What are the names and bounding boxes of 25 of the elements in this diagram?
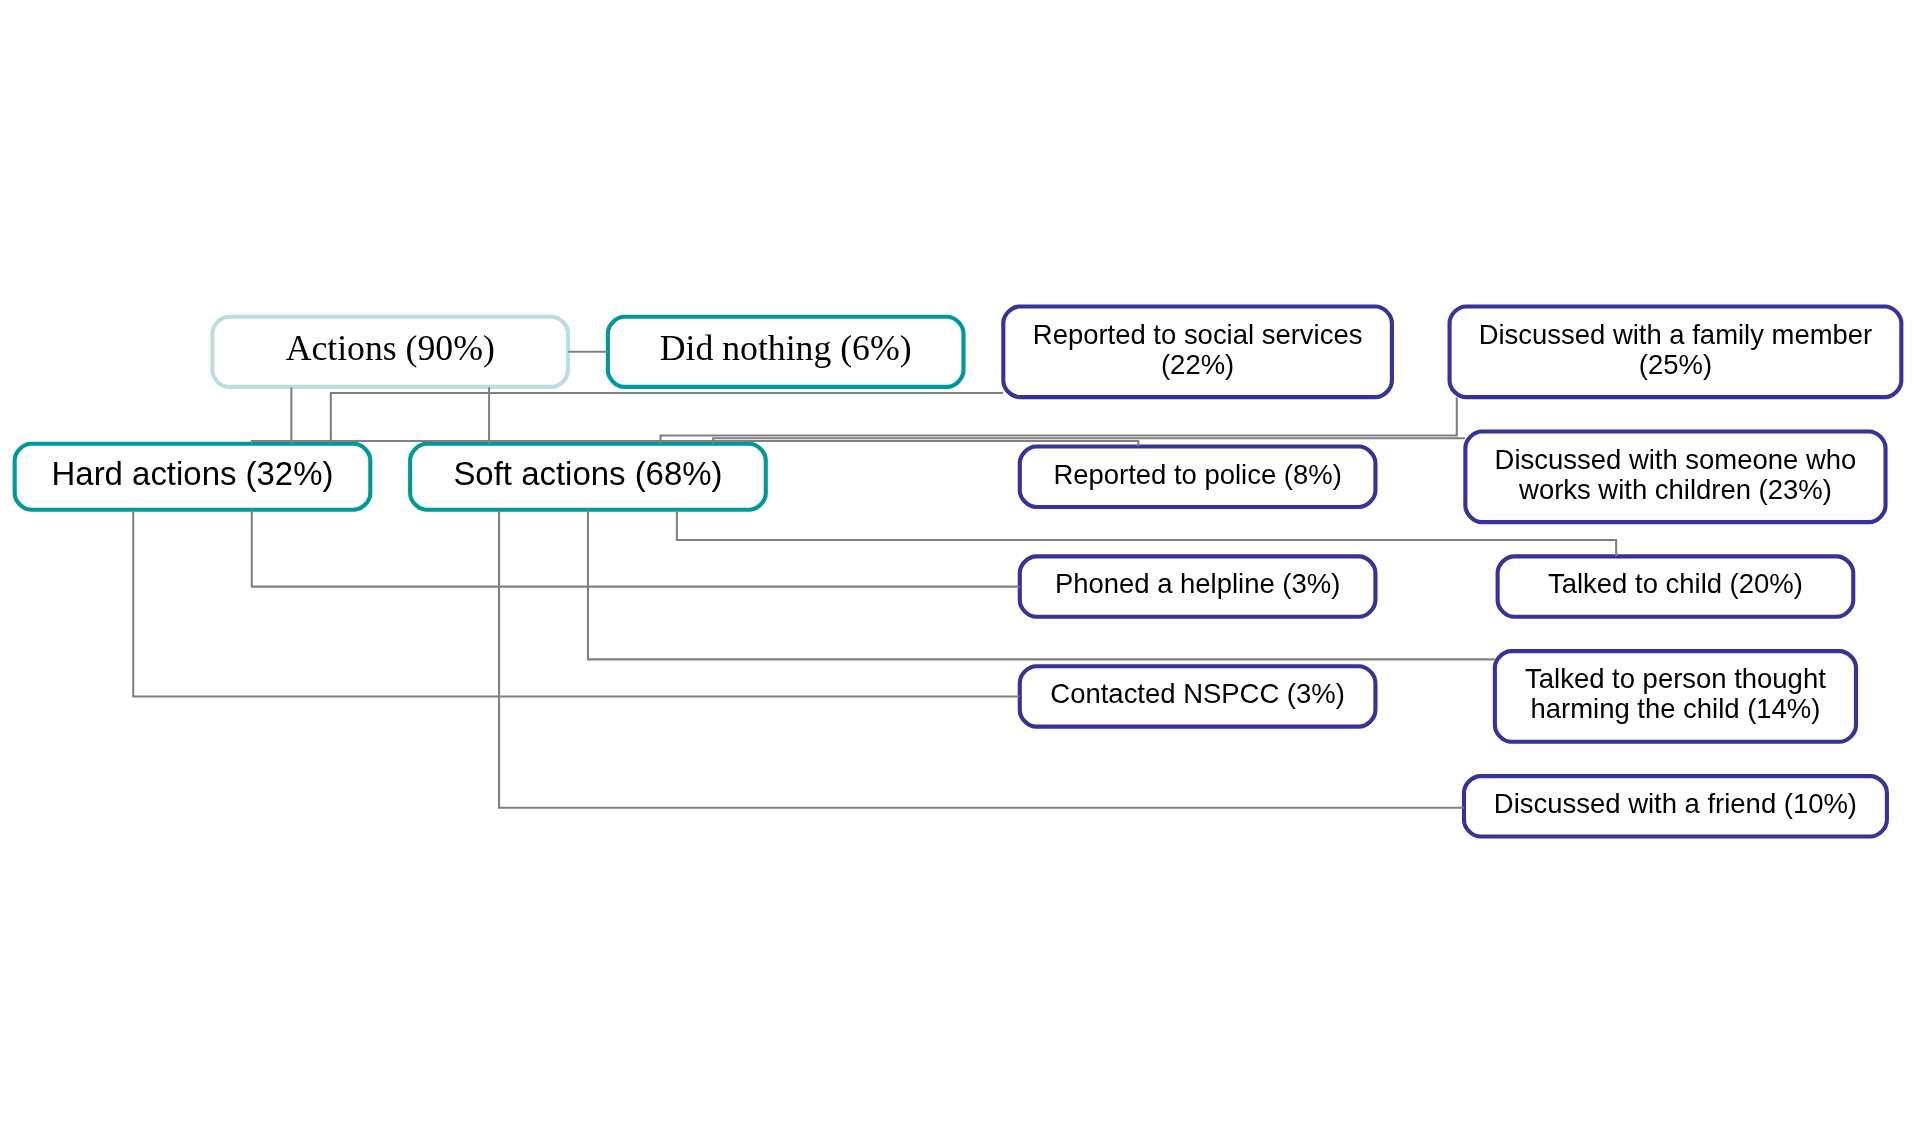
connector bbox=[250, 439, 1139, 447]
node-box: Discussed with a family member (25%) bbox=[1447, 303, 1903, 399]
connector bbox=[658, 397, 1458, 444]
connector bbox=[497, 509, 1464, 809]
node-box: Contacted NSPCC (3%) bbox=[1017, 663, 1377, 729]
connector bbox=[289, 386, 292, 444]
connector bbox=[675, 509, 1617, 556]
node-box: Did nothing (6%) bbox=[605, 314, 966, 389]
connector bbox=[250, 509, 1020, 588]
node-box: Actions (90%) bbox=[209, 314, 570, 389]
connector bbox=[586, 509, 1495, 660]
connector bbox=[711, 436, 1465, 444]
node-box: Talked to child (20%) bbox=[1495, 553, 1855, 619]
connector bbox=[567, 350, 608, 353]
connector bbox=[131, 509, 1019, 697]
node-box: Reported to social services (22%) bbox=[1000, 303, 1394, 399]
node-box: Reported to police (8%) bbox=[1017, 444, 1377, 509]
node-box: Phoned a helpline (3%) bbox=[1017, 553, 1377, 619]
node-box: Discussed with someone who works with children (23%) bbox=[1462, 428, 1888, 524]
node-box: Soft actions (68%) bbox=[407, 441, 768, 512]
node-box: Talked to person thought harming the child (14%) bbox=[1492, 648, 1858, 744]
node-box: Discussed with a friend (10%) bbox=[1461, 773, 1889, 839]
node-box: Hard actions (32%) bbox=[12, 441, 372, 512]
connector bbox=[329, 391, 1003, 444]
connector bbox=[487, 386, 490, 444]
